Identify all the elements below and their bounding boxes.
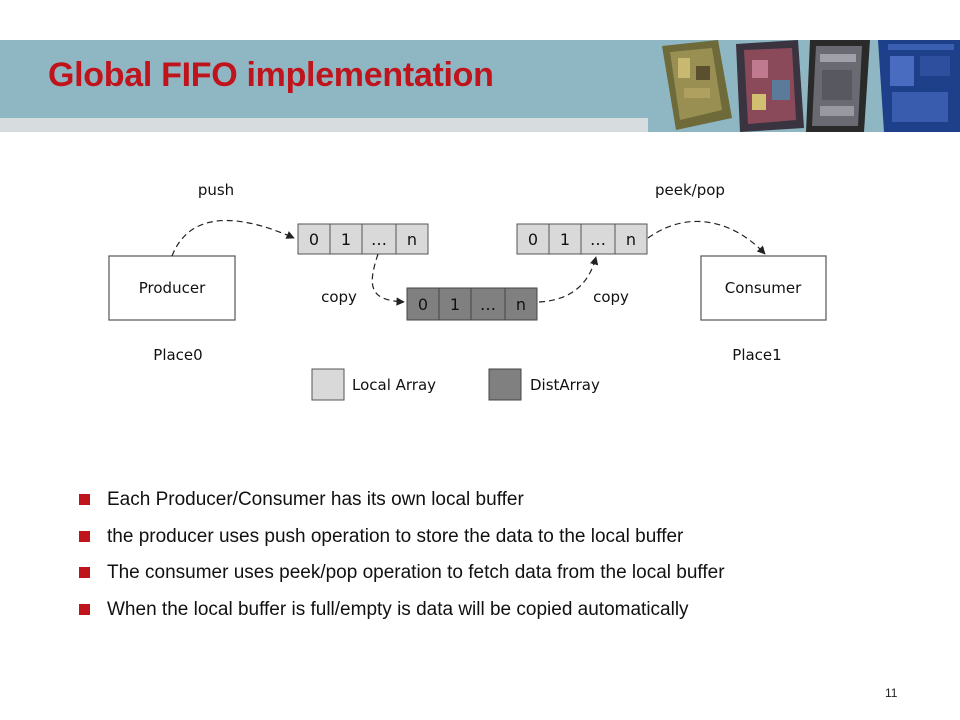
bullet-item: The consumer uses peek/pop operation to …: [78, 559, 938, 596]
legend-dist-label: DistArray: [530, 376, 600, 394]
array-cell: 0: [528, 230, 538, 249]
producer-label: Producer: [139, 279, 206, 297]
bullet-square-icon: [79, 494, 90, 505]
peek-pop-arrow: [647, 220, 766, 255]
legend: Local Array DistArray: [311, 368, 600, 401]
copy-down-arrow: [371, 253, 405, 306]
slide-title: Global FIFO implementation: [48, 56, 494, 94]
bullet-item: the producer uses push operation to stor…: [78, 523, 938, 560]
bullet-square-icon: [79, 567, 90, 578]
array-cell: 0: [309, 230, 319, 249]
fifo-diagram: Producer Place0 Consumer Place1 0 1 … n …: [108, 181, 827, 401]
bullet-text: Each Producer/Consumer has its own local…: [107, 489, 524, 510]
page-number: 11: [885, 686, 898, 700]
local-array-producer: 0 1 … n: [297, 223, 429, 255]
dist-array: 0 1 … n: [406, 287, 538, 321]
chip-die-photos: [648, 40, 960, 132]
bullet-item: When the local buffer is full/empty is d…: [78, 596, 938, 633]
consumer-node: Consumer: [700, 255, 827, 321]
copy-right-label: copy: [593, 288, 629, 306]
array-cell: n: [626, 230, 636, 249]
array-cell: 0: [418, 295, 428, 314]
bullet-item: Each Producer/Consumer has its own local…: [78, 486, 938, 523]
bullet-square-icon: [79, 603, 90, 615]
push-arrow: [171, 219, 295, 257]
local-array-consumer: 0 1 … n: [516, 223, 648, 255]
array-cell: n: [516, 295, 526, 314]
bullet-list: Each Producer/Consumer has its own local…: [78, 486, 938, 632]
place0-label: Place0: [153, 346, 202, 364]
array-cell: …: [371, 230, 387, 249]
bullet-text: the producer uses push operation to stor…: [107, 525, 684, 547]
bullet-text: When the local buffer is full/empty is d…: [107, 598, 689, 620]
array-cell: 1: [341, 230, 351, 249]
array-cell: …: [480, 295, 496, 314]
legend-local-swatch: [311, 368, 345, 401]
legend-local-label: Local Array: [352, 376, 436, 394]
consumer-label: Consumer: [725, 279, 802, 297]
bullet-text: The consumer uses peek/pop operation to …: [107, 562, 725, 583]
array-cell: n: [407, 230, 417, 249]
peek-pop-label: peek/pop: [655, 181, 725, 199]
push-label: push: [198, 181, 234, 199]
copy-up-arrow: [538, 256, 599, 303]
place1-label: Place1: [732, 346, 781, 364]
array-cell: …: [590, 230, 606, 249]
array-cell: 1: [450, 295, 460, 314]
copy-left-label: copy: [321, 288, 357, 306]
producer-node: Producer: [108, 255, 236, 321]
array-cell: 1: [560, 230, 570, 249]
legend-dist-swatch: [488, 368, 522, 401]
bullet-square-icon: [79, 530, 90, 542]
